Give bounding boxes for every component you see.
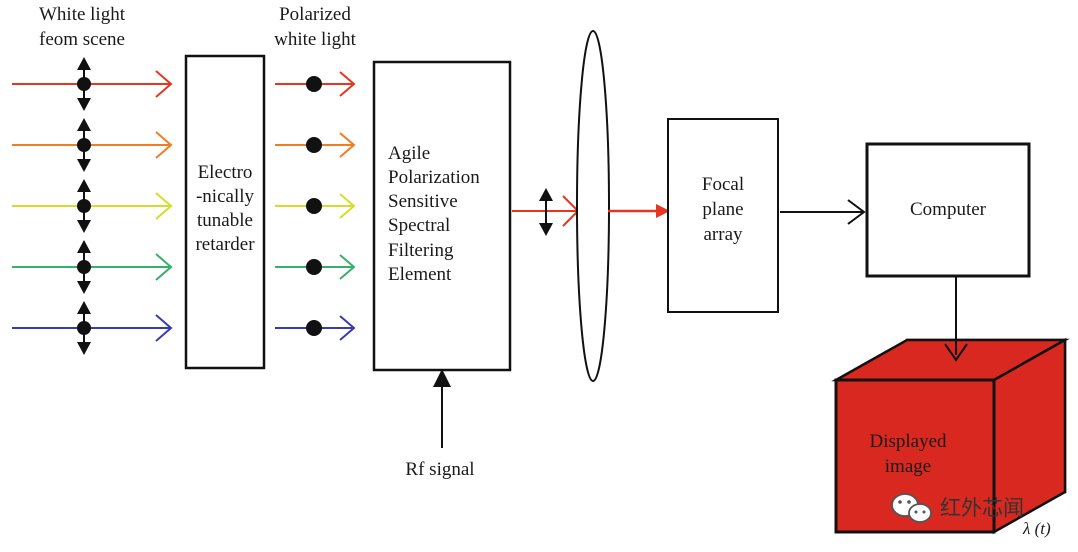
svg-text:image: image bbox=[885, 456, 931, 477]
svg-text:Filtering: Filtering bbox=[388, 240, 454, 261]
svg-text:Sensitive: Sensitive bbox=[388, 191, 458, 212]
svg-text:retarder: retarder bbox=[195, 234, 255, 255]
svg-text:tunable: tunable bbox=[197, 210, 253, 231]
input-ray bbox=[12, 240, 173, 294]
svg-text:Polarized: Polarized bbox=[279, 4, 351, 25]
rf-signal-label: Rf signal bbox=[405, 459, 474, 480]
focal-plane-array-box bbox=[667, 118, 779, 313]
svg-text:white light: white light bbox=[274, 29, 357, 50]
svg-text:Agile: Agile bbox=[388, 143, 430, 164]
svg-text:Element: Element bbox=[388, 264, 452, 285]
fpa-to-computer-arrow bbox=[780, 199, 866, 225]
filter-element-label: Agile Polarization Sensitive Spectral Fi… bbox=[388, 143, 480, 285]
svg-text:Polarization: Polarization bbox=[388, 167, 480, 188]
polarized-ray bbox=[275, 193, 356, 219]
display-cube bbox=[831, 337, 1070, 535]
input-ray bbox=[12, 179, 173, 233]
input-ray bbox=[12, 57, 173, 111]
svg-text:Focal: Focal bbox=[702, 174, 744, 195]
focal-plane-label: Focal plane array bbox=[702, 174, 744, 245]
svg-text:White light: White light bbox=[39, 4, 126, 25]
polarization-dot bbox=[306, 320, 322, 336]
input-rays bbox=[12, 57, 173, 355]
svg-text:feom scene: feom scene bbox=[39, 29, 125, 50]
retarder-label: Electro -nically tunable retarder bbox=[195, 162, 255, 255]
polarized-rays bbox=[275, 71, 356, 341]
svg-text:Electro: Electro bbox=[198, 162, 253, 183]
input-ray bbox=[12, 118, 173, 172]
lambda-label: λ (t) bbox=[1022, 519, 1051, 538]
rf-signal-arrow bbox=[433, 369, 451, 448]
polarized-light-label: Polarized white light bbox=[274, 4, 357, 50]
polarized-ray bbox=[275, 132, 356, 158]
svg-text:Displayed: Displayed bbox=[869, 431, 947, 452]
computer-label: Computer bbox=[910, 199, 987, 220]
unpolarized-marker bbox=[77, 118, 91, 172]
svg-text:plane: plane bbox=[702, 199, 743, 220]
computer-box bbox=[865, 142, 1031, 278]
lens bbox=[576, 30, 610, 382]
unpolarized-marker bbox=[77, 57, 91, 111]
polarization-dot bbox=[306, 137, 322, 153]
svg-text:Spectral: Spectral bbox=[388, 215, 450, 236]
unpolarized-marker bbox=[77, 179, 91, 233]
output-ray bbox=[512, 188, 580, 236]
input-light-label: White light feom scene bbox=[39, 4, 126, 50]
focused-ray bbox=[608, 204, 670, 218]
computer-to-display-arrow bbox=[944, 276, 968, 362]
svg-text:array: array bbox=[703, 224, 743, 245]
unpolarized-marker bbox=[77, 240, 91, 294]
polarization-dot bbox=[306, 259, 322, 275]
retarder-box bbox=[184, 54, 266, 370]
svg-text:红外芯闻: 红外芯闻 bbox=[940, 496, 1024, 520]
unpolarized-marker bbox=[77, 301, 91, 355]
polarization-dot bbox=[306, 198, 322, 214]
wechat-icon bbox=[891, 493, 932, 523]
polarized-ray bbox=[275, 254, 356, 280]
watermark: 红外芯闻 bbox=[891, 493, 1024, 523]
polarization-dot bbox=[306, 76, 322, 92]
polarized-ray bbox=[275, 315, 356, 341]
polarized-ray bbox=[275, 71, 356, 97]
svg-text:-nically: -nically bbox=[196, 186, 255, 207]
display-label: Displayed image bbox=[869, 431, 947, 477]
input-ray bbox=[12, 301, 173, 355]
